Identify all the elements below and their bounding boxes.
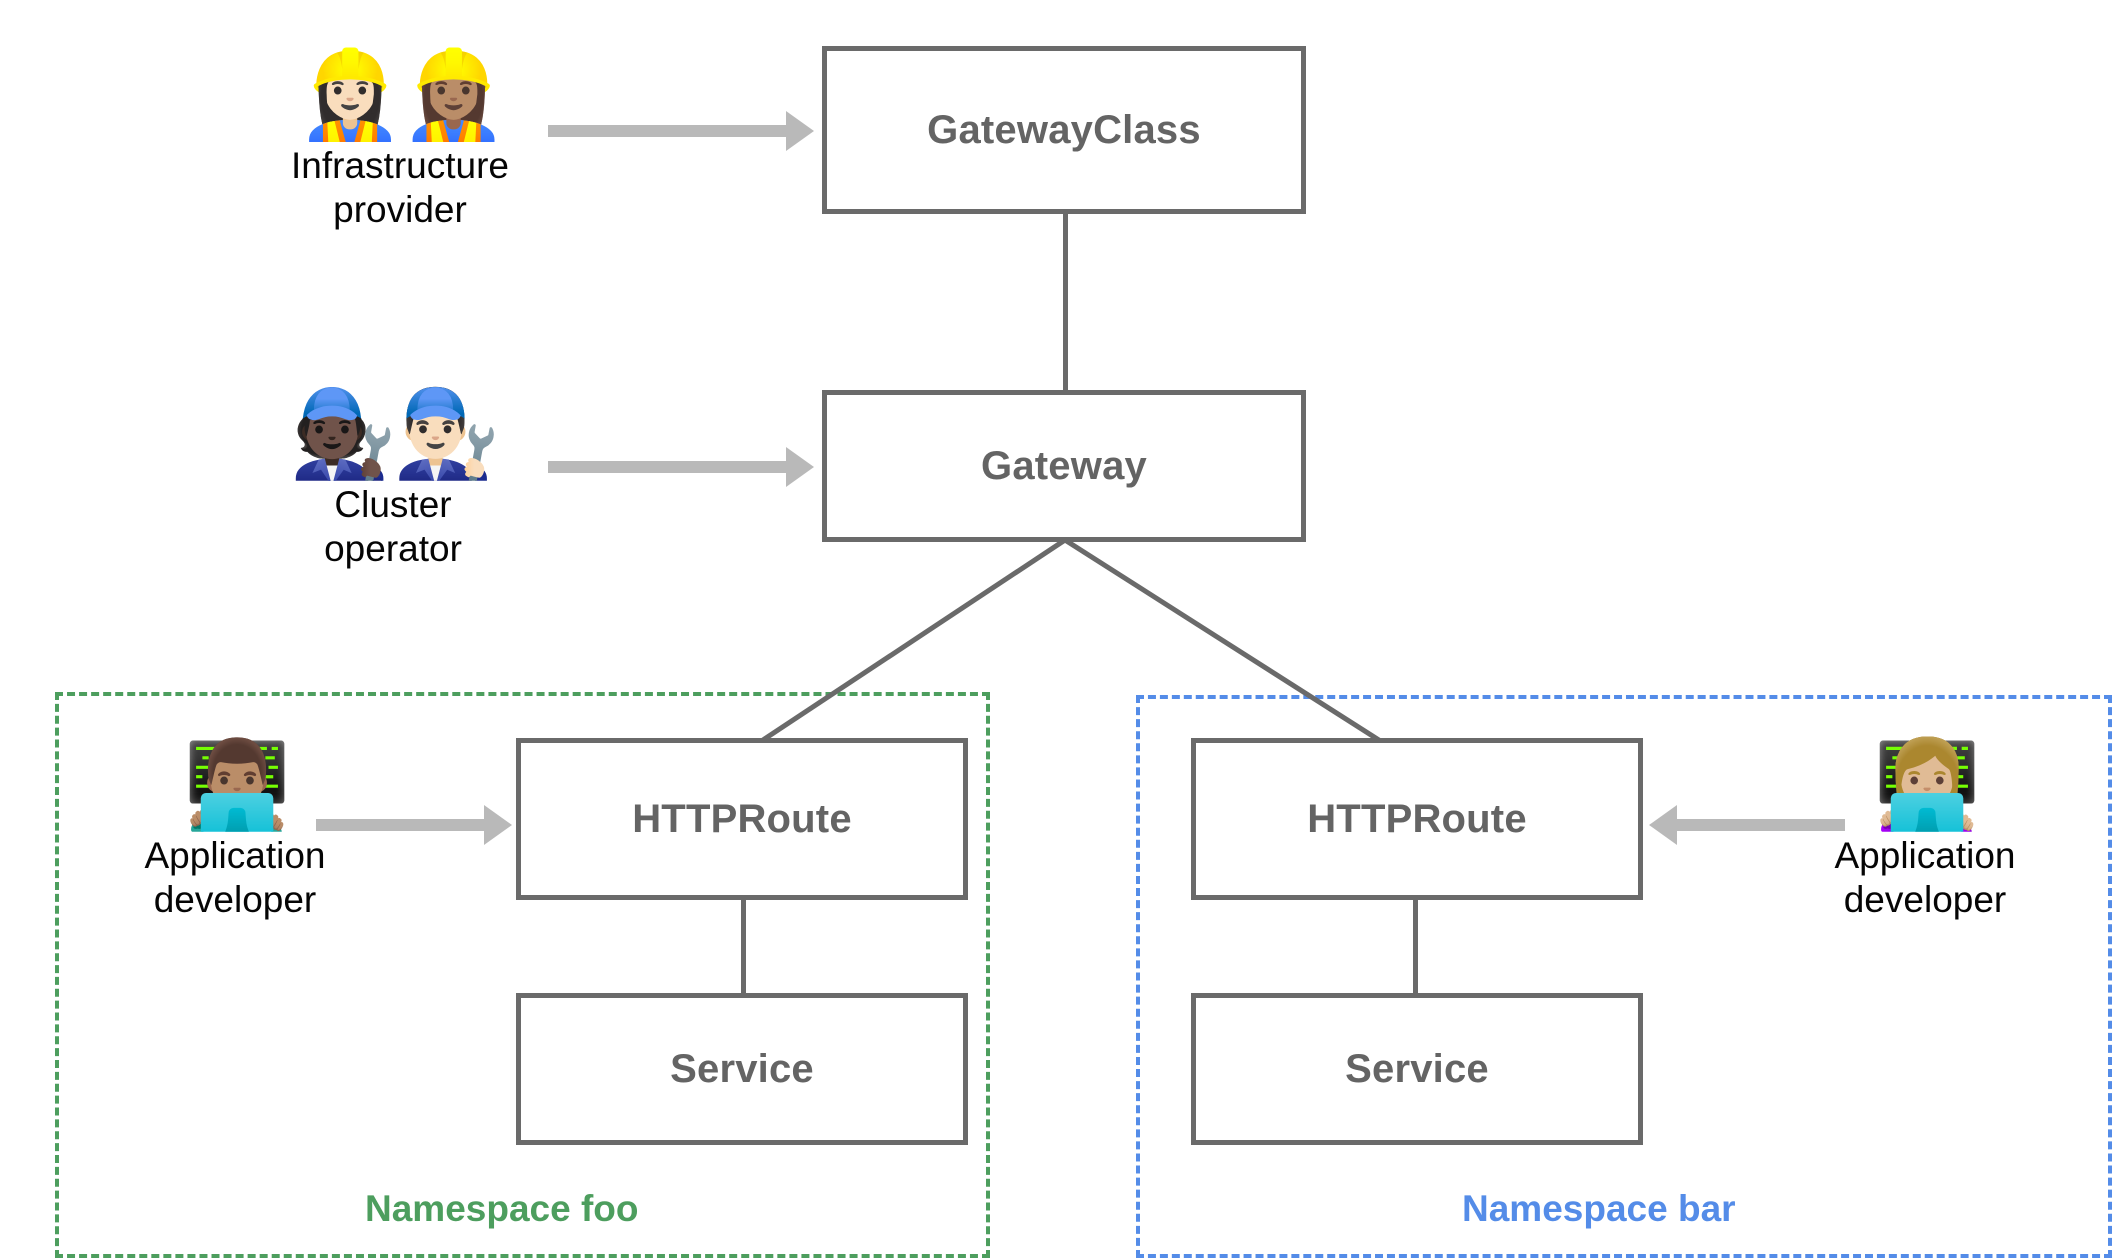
persona-cluster-operator-label: Cluster operator (324, 484, 462, 569)
node-service-bar-label: Service (1345, 1046, 1489, 1091)
node-httproute-foo-label: HTTPRoute (632, 796, 852, 841)
node-gateway[interactable]: Gateway (822, 390, 1306, 542)
node-gateway-label: Gateway (981, 443, 1147, 488)
connector-gatewayclass-gateway (1063, 212, 1068, 392)
node-httproute-bar[interactable]: HTTPRoute (1191, 738, 1643, 900)
namespace-group-foo (55, 692, 990, 1258)
arrow-cluster-operator-to-gateway (548, 461, 788, 473)
construction-worker-women-emoji: 👷🏻‍♀️👷🏽‍♀️ (296, 47, 507, 143)
connector-httproute-service-bar (1413, 899, 1418, 995)
namespace-caption-foo: Namespace foo (365, 1188, 639, 1229)
node-service-foo[interactable]: Service (516, 993, 968, 1145)
node-service-foo-label: Service (670, 1046, 814, 1091)
persona-app-developer-foo: 👨🏽‍💻 Application developer (110, 740, 360, 922)
node-service-bar[interactable]: Service (1191, 993, 1643, 1145)
woman-technologist-emoji: 👩🏼‍💻 (1873, 737, 1980, 833)
arrow-infra-provider-to-gatewayclass (548, 125, 788, 137)
man-technologist-emoji: 👨🏽‍💻 (183, 737, 290, 833)
persona-app-developer-bar: 👩🏼‍💻 Application developer (1800, 740, 2050, 922)
connector-httproute-service-foo (741, 899, 746, 995)
mechanic-people-emoji: 🧑🏿‍🔧👨🏻‍🔧 (289, 386, 500, 482)
node-httproute-foo[interactable]: HTTPRoute (516, 738, 968, 900)
persona-infrastructure-provider-label: Infrastructure provider (291, 145, 509, 230)
persona-cluster-operator: 🧑🏿‍🔧👨🏻‍🔧 Cluster operator (268, 389, 518, 571)
node-httproute-bar-label: HTTPRoute (1307, 796, 1527, 841)
persona-infrastructure-provider: 👷🏻‍♀️👷🏽‍♀️ Infrastructure provider (275, 50, 525, 232)
namespace-caption-bar: Namespace bar (1462, 1188, 1736, 1229)
namespace-group-bar (1136, 695, 2112, 1258)
arrow-app-developer-foo-to-httproute (316, 819, 486, 831)
node-gatewayclass[interactable]: GatewayClass (822, 46, 1306, 214)
arrow-app-developer-bar-to-httproute (1675, 819, 1845, 831)
persona-app-developer-bar-label: Application developer (1834, 835, 2016, 920)
node-gatewayclass-label: GatewayClass (927, 107, 1201, 152)
persona-app-developer-foo-label: Application developer (144, 835, 326, 920)
